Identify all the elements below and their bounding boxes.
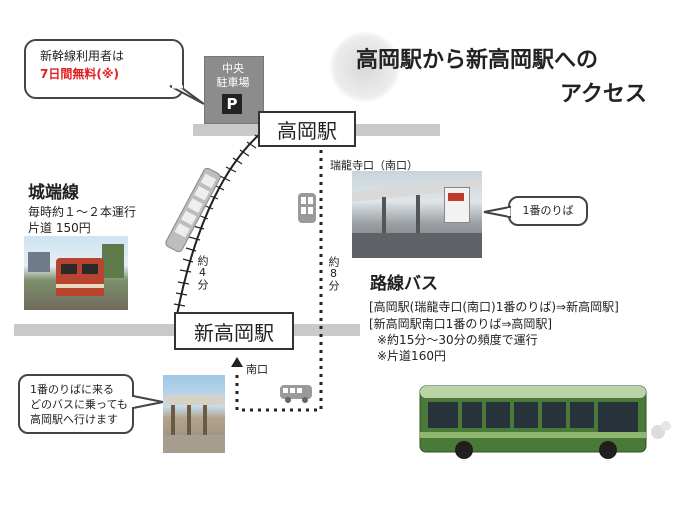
parking-icon: P <box>222 94 242 114</box>
bus-icon-2 <box>280 385 312 403</box>
parking-name-line2: 駐車場 <box>216 76 250 89</box>
train-photo <box>24 236 128 310</box>
notice-callout-tail <box>169 85 205 105</box>
bus-time-label: 約8分 <box>327 256 340 291</box>
bus-route-note1: ※約15分～30分の頻度で運行 <box>377 333 538 347</box>
notice-line2: 7日間無料(※) <box>40 67 119 81</box>
stop-callout: 1番のりば <box>508 196 588 226</box>
johana-line-frequency: 毎時約１～２本運行 <box>28 205 137 219</box>
bus-route-title: 路線バス <box>370 274 438 294</box>
page-title-line1: 高岡駅から新高岡駅への <box>356 48 599 73</box>
bus-route-2: [新高岡駅南口1番のりば⇒高岡駅] <box>369 317 553 331</box>
zuiryuji-exit-label: 瑞龍寺口（南口） <box>330 159 418 172</box>
title-decoration <box>330 32 400 102</box>
south-exit-label: 南口 <box>246 363 268 376</box>
notice-line1: 新幹線利用者は <box>40 49 125 63</box>
bus-stop-photo <box>352 171 482 258</box>
green-bus-image <box>419 385 671 459</box>
bus-route-note2: ※片道160円 <box>377 349 446 363</box>
info-callout-tail <box>131 394 164 410</box>
stop-callout-tail <box>483 205 511 219</box>
info-callout: 1番のりばに来る どのバスに乗っても 高岡駅へ行けます <box>18 374 134 434</box>
info-line3: 高岡駅へ行けます <box>30 413 118 426</box>
info-line2: どのバスに乗っても <box>30 398 128 411</box>
info-line1: 1番のりばに来る <box>30 383 114 396</box>
shin-takaoka-station: 新高岡駅 <box>174 312 294 350</box>
south-exit-arrow <box>231 357 243 367</box>
page-title-line2: アクセス <box>560 82 647 107</box>
bus-icon <box>298 193 316 223</box>
parking-name-line1: 中央 <box>222 62 244 75</box>
train-icon <box>165 167 221 253</box>
johana-line-title: 城端線 <box>28 183 79 203</box>
johana-line-fare: 片道 150円 <box>28 221 91 235</box>
notice-callout: 新幹線利用者は 7日間無料(※) <box>24 39 184 99</box>
bus-route-1: [高岡駅(瑞龍寺口(南口)1番のりば)⇒新高岡駅] <box>369 300 619 314</box>
takaoka-station: 高岡駅 <box>258 111 356 147</box>
train-time-label: 約4分 <box>196 255 209 290</box>
shin-takaoka-photo <box>163 375 225 453</box>
